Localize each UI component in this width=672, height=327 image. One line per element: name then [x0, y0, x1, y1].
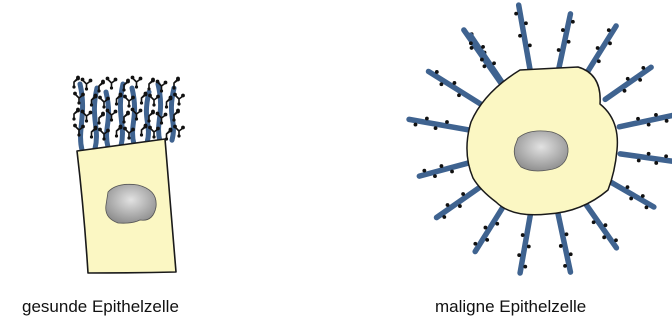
nucleus-icon — [514, 131, 568, 171]
glycan-branch — [147, 78, 155, 91]
glycan-branch — [106, 77, 118, 90]
glycoprotein-spike — [583, 26, 616, 79]
glycoprotein-spike — [409, 117, 468, 130]
glycoprotein-spike — [473, 204, 504, 251]
glycan-branch — [122, 79, 129, 92]
glycoprotein-spike — [514, 5, 532, 70]
malignant-cell — [409, 5, 672, 273]
malignant-cell-label: maligne Epithelzelle — [435, 298, 586, 315]
glycan-branch — [173, 93, 185, 106]
glycoprotein-strand — [171, 88, 174, 140]
glycoprotein-spike — [437, 185, 483, 218]
glycoprotein-spike — [517, 214, 530, 273]
glycoprotein-spike — [609, 181, 654, 209]
nucleus-icon — [106, 184, 156, 223]
glycan-branch — [72, 108, 80, 121]
glycoprotein-spike — [557, 14, 575, 73]
glycoprotein-spike — [619, 113, 672, 127]
glycan-branch — [97, 80, 105, 93]
healthy-cell-label: gesunde Epithelzelle — [22, 298, 179, 315]
glycoprotein-spike — [558, 213, 573, 272]
glycoprotein-spike — [620, 152, 671, 165]
glycoprotein-spike — [605, 66, 651, 99]
glycoprotein-spike — [419, 163, 469, 178]
healthy-cell — [72, 76, 185, 273]
glycoprotein-spike — [469, 35, 503, 83]
glycan-branch — [122, 111, 129, 124]
healthy-glycocalyx — [72, 76, 185, 150]
glycan-branch — [97, 112, 105, 125]
glycoprotein-spike — [585, 204, 617, 248]
glycoprotein-spike — [429, 70, 481, 104]
